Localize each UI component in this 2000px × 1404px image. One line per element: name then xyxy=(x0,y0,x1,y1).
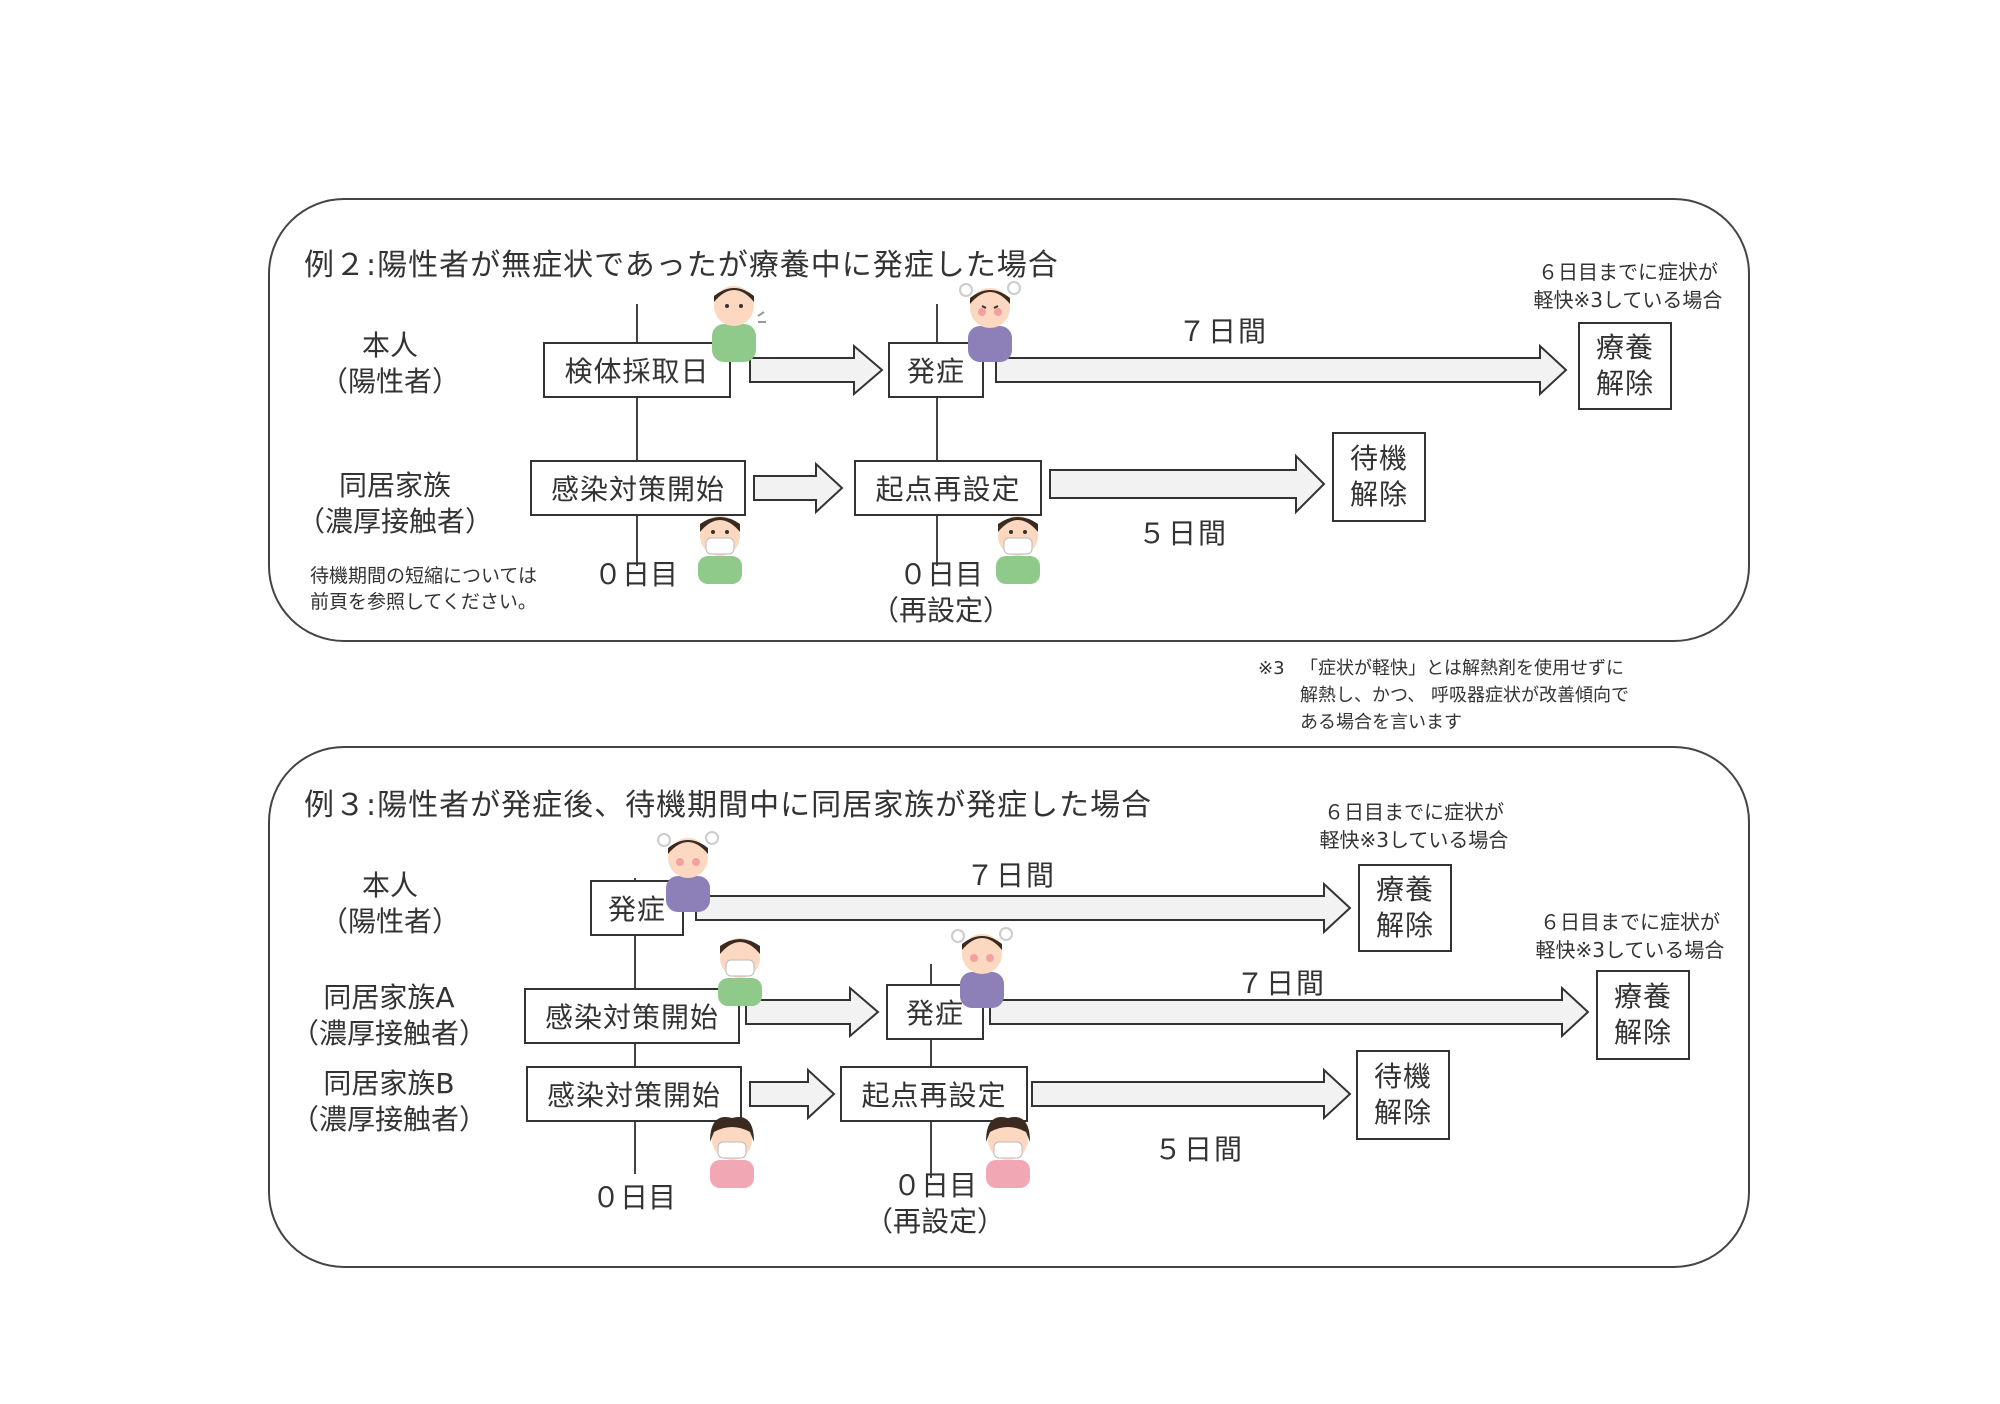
masked-person-icon xyxy=(986,1117,1030,1188)
sick-person-icon xyxy=(951,927,1013,1008)
example2-reset-start-box: 起点再設定 xyxy=(854,460,1042,516)
example2-day0-reset: ０日目 （再設定） xyxy=(870,558,1011,627)
example2-condition: ６日目までに症状が 軽快※3している場合 xyxy=(1533,260,1723,312)
example2-row-self-label: 本人 （陽性者） xyxy=(319,329,460,398)
example2-duration-7: ７日間 xyxy=(1178,315,1269,348)
example2-shortening-note: 待機期間の短縮については 前頁を参照してください。 xyxy=(310,565,538,613)
example2-arrow-reset-to-release xyxy=(1049,453,1326,515)
example2-day0-line xyxy=(636,304,638,566)
sick-person-icon xyxy=(657,831,719,912)
masked-person-icon xyxy=(710,1117,754,1188)
example3-arrow-b-start-to-reset xyxy=(749,1067,836,1121)
example2-day0-reset-line xyxy=(936,304,938,566)
example3-a-release-box: 療養 解除 xyxy=(1596,970,1690,1060)
example2-arrow-onset-to-release xyxy=(995,343,1568,397)
example2-start-measures-box: 感染対策開始 xyxy=(530,460,746,516)
example3-title: 例３:陽性者が発症後、待機期間中に同居家族が発症した場合 xyxy=(304,788,1153,823)
example3-b-release-box: 待機 解除 xyxy=(1356,1050,1450,1140)
example3-day0-reset: ０日目 （再設定） xyxy=(864,1169,1005,1238)
example2-arrow-start-to-reset xyxy=(753,461,844,515)
example3-day0: ０日目 xyxy=(591,1181,676,1214)
footnote-mark: ※3 xyxy=(1258,658,1285,679)
example3-condition-self: ６日目までに症状が 軽快※3している場合 xyxy=(1319,800,1509,852)
example3-duration-5-b: ５日間 xyxy=(1154,1133,1245,1166)
sick-person-icon xyxy=(959,281,1021,362)
example3-arrow-self-onset-to-release xyxy=(695,881,1352,935)
masked-person-icon xyxy=(718,938,762,1006)
person-icon xyxy=(712,286,766,362)
example3-row-family-a-label: 同居家族A （濃厚接触者） xyxy=(290,981,487,1050)
example2-day0: ０日目 xyxy=(593,558,678,591)
example3-condition-a: ６日目までに症状が 軽快※3している場合 xyxy=(1535,910,1725,962)
masked-person-icon xyxy=(698,516,742,584)
example3-self-release-box: 療養 解除 xyxy=(1358,864,1452,952)
example2-onset-box: 発症 xyxy=(888,342,984,398)
example3-a-start-box: 感染対策開始 xyxy=(524,988,740,1044)
example2-duration-5: ５日間 xyxy=(1138,517,1229,550)
example3-row-self-label: 本人 （陽性者） xyxy=(319,869,460,938)
example3-arrow-a-onset-to-release xyxy=(989,985,1590,1039)
example2-arrow-test-to-onset xyxy=(749,343,884,397)
example3-b-reset-box: 起点再設定 xyxy=(840,1066,1028,1122)
footnote-text: 「症状が軽快」とは解熱剤を使用せずに 解熱し、かつ、 呼吸器症状が改善傾向で あ… xyxy=(1300,658,1629,733)
example2-release-wait-box: 待機 解除 xyxy=(1332,432,1426,522)
example3-duration-7-a: ７日間 xyxy=(1236,967,1327,1000)
example2-test-date-box: 検体採取日 xyxy=(543,342,731,398)
example3-row-family-b-label: 同居家族B （濃厚接触者） xyxy=(290,1067,487,1136)
masked-person-icon xyxy=(996,516,1040,584)
example2-title: 例２:陽性者が無症状であったが療養中に発症した場合 xyxy=(304,248,1059,283)
example2-row-family-label: 同居家族 （濃厚接触者） xyxy=(296,469,493,538)
example3-duration-7-self: ７日間 xyxy=(966,859,1057,892)
example2-release-treatment-box: 療養 解除 xyxy=(1578,322,1672,410)
example3-arrow-b-reset-to-release xyxy=(1031,1067,1352,1121)
example3-arrow-a-start-to-onset xyxy=(745,985,880,1039)
example3-b-start-box: 感染対策開始 xyxy=(526,1066,742,1122)
